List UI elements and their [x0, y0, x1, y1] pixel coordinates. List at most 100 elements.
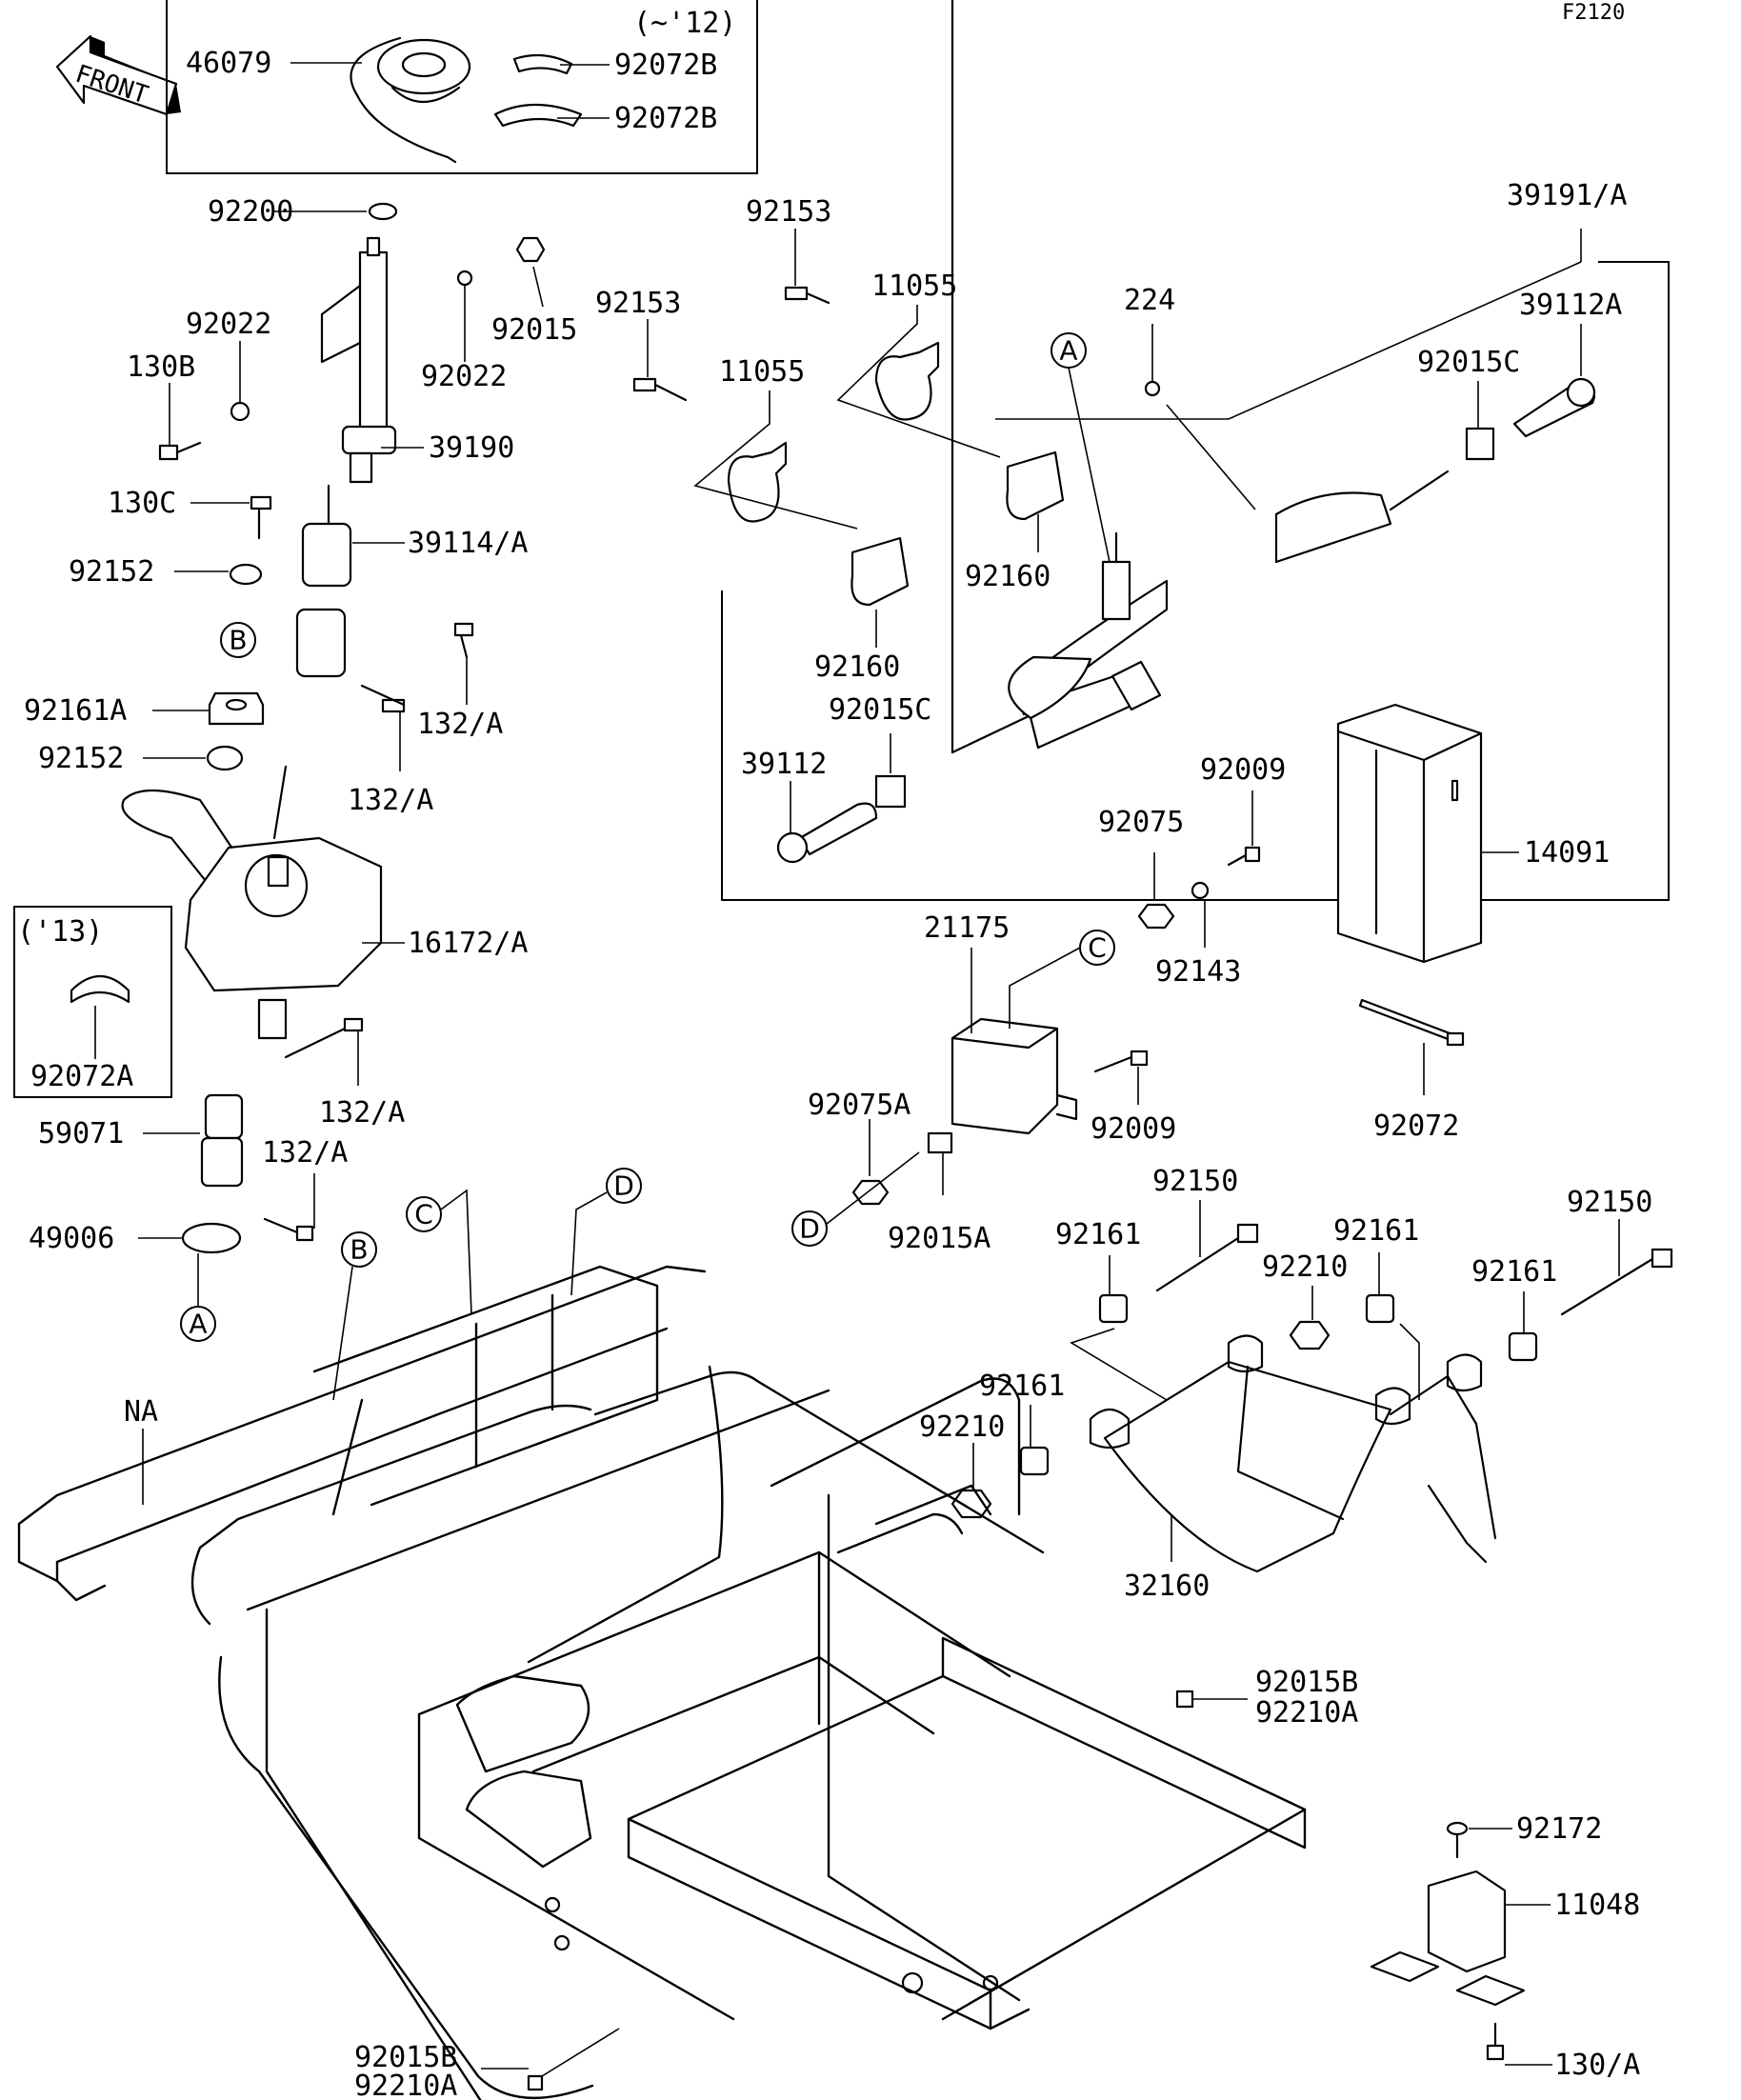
label-49006: 49006 [29, 1222, 114, 1255]
label-92075: 92075 [1098, 806, 1184, 839]
label-11048: 11048 [1554, 1889, 1640, 1922]
bushing-92161-4 [1019, 1446, 1050, 1476]
label-NA: NA [124, 1395, 158, 1429]
callout-D-1: D [791, 1210, 828, 1247]
nut-92075 [1137, 903, 1175, 930]
label-92152-1: 92152 [69, 555, 154, 589]
variant-box-from-13: ('13) 92072A [13, 906, 172, 1098]
callout-C-2: C [406, 1196, 442, 1232]
label-92150-2: 92150 [1567, 1186, 1652, 1219]
label-92161-3: 92161 [1471, 1255, 1557, 1289]
label-92022-1: 92022 [186, 308, 271, 341]
label-92161-1: 92161 [1055, 1218, 1141, 1251]
svg-text:C: C [1088, 932, 1107, 964]
bushing-92160-left [850, 536, 910, 607]
screw-92009-top [1227, 846, 1261, 867]
washer-92143 [1191, 881, 1210, 900]
bracket-11055-left [727, 441, 788, 523]
a-arm-32160 [1089, 1334, 1497, 1573]
svg-text:D: D [613, 1170, 634, 1202]
bolt-132A-2 [360, 684, 406, 713]
washer-49006 [181, 1222, 242, 1254]
washer-92200 [368, 202, 398, 221]
nut-92015C-right [1465, 427, 1495, 461]
callout-C-1: C [1079, 930, 1115, 966]
label-46079: 46079 [186, 47, 271, 80]
rack-box [721, 261, 1670, 901]
label-132A-2: 132/A [348, 784, 433, 817]
bushing-92161-3 [1508, 1331, 1538, 1362]
clamp-92072B-a [512, 53, 573, 75]
label-92160-1: 92160 [965, 560, 1051, 593]
label-92210A-2: 92210A [354, 2070, 457, 2100]
main-frame [17, 1265, 1307, 2100]
label-39112A: 39112A [1519, 289, 1622, 322]
label-92072B-2: 92072B [614, 102, 717, 135]
label-92075A: 92075A [808, 1089, 911, 1122]
label-92210-1: 92210 [1262, 1250, 1348, 1284]
bolt-130C [250, 495, 272, 540]
variant-box-upto-12: (~'12) [166, 0, 758, 174]
svg-text:C: C [414, 1199, 433, 1230]
joint-39114 [295, 484, 352, 678]
label-39114A: 39114/A [408, 527, 528, 560]
callout-B-2: B [341, 1231, 377, 1268]
washer-92022-left [230, 401, 250, 422]
label-21175: 21175 [924, 911, 1010, 945]
bolt-132A-4 [263, 1217, 314, 1242]
bushing-92161-1 [1098, 1293, 1129, 1324]
label-92210-2: 92210 [919, 1410, 1005, 1444]
label-92160-2: 92160 [814, 650, 900, 684]
label-39190: 39190 [429, 431, 514, 465]
label-92143: 92143 [1155, 955, 1241, 989]
ecu-21175 [951, 1017, 1078, 1135]
washer-92152-bottom [206, 745, 244, 771]
nut-92015 [515, 236, 546, 263]
washer-92152-top [229, 563, 263, 586]
svg-text:A: A [1059, 335, 1077, 367]
label-92161-2: 92161 [1333, 1214, 1419, 1248]
label-14091: 14091 [1524, 836, 1610, 870]
label-92015B-1: 92015B [1255, 1666, 1358, 1699]
label-92015C-2: 92015C [829, 693, 931, 727]
tie-rod-end-39112A [1512, 377, 1596, 438]
screw-92009-bottom [1093, 1050, 1149, 1073]
bushing-92161-2 [1365, 1293, 1395, 1324]
bolt-92153-right [784, 286, 830, 305]
label-92161-4: 92161 [979, 1370, 1065, 1403]
callout-A-2: A [1051, 332, 1087, 369]
nut-92015C-left [874, 774, 907, 809]
nut-224 [1144, 380, 1161, 397]
label-92072: 92072 [1373, 1110, 1459, 1143]
bracket-11048 [1370, 1870, 1526, 2007]
label-132A-4: 132/A [262, 1136, 348, 1170]
screw-92172 [1446, 1821, 1469, 1859]
callout-B-1: B [220, 622, 256, 658]
label-92015: 92015 [491, 313, 577, 347]
cable-tie-92072 [1358, 998, 1465, 1047]
callout-A-1: A [180, 1306, 216, 1342]
label-92015C-1: 92015C [1417, 346, 1520, 379]
label-92153-1: 92153 [746, 195, 831, 229]
label-32160: 32160 [1124, 1570, 1210, 1603]
label-11055-2: 11055 [719, 355, 805, 389]
variant-note-upto-12: (~'12) [633, 7, 736, 40]
bolt-132A-1 [453, 622, 474, 659]
steering-rack-39191 [951, 0, 1450, 754]
washer-92022-right [456, 270, 473, 287]
label-132A-3: 132/A [319, 1096, 405, 1130]
label-92072B-1: 92072B [614, 49, 717, 82]
label-224: 224 [1124, 284, 1175, 317]
nut-92210-1 [1289, 1320, 1331, 1350]
bolt-92150-2 [1560, 1248, 1673, 1316]
label-130B: 130B [127, 350, 195, 384]
bolt-130A [1486, 2022, 1505, 2061]
label-92172: 92172 [1516, 1812, 1602, 1846]
label-92200: 92200 [208, 195, 293, 229]
bolt-92015B-bottom [527, 2074, 544, 2091]
bracket-11055-right [874, 341, 940, 421]
label-92022-2: 92022 [421, 360, 507, 393]
svg-text:B: B [350, 1234, 368, 1266]
label-92009-2: 92009 [1091, 1112, 1176, 1146]
